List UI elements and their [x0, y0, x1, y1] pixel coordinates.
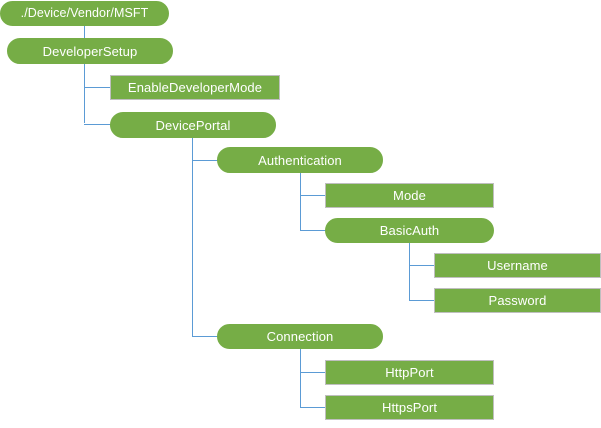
node-connection[interactable]: Connection	[217, 324, 383, 349]
node-https-port[interactable]: HttpsPort	[325, 395, 494, 420]
connector-branch-to-basic-auth	[300, 230, 326, 231]
node-developer-setup[interactable]: DeveloperSetup	[7, 38, 173, 64]
node-mode[interactable]: Mode	[325, 183, 494, 208]
connector-branch-to-device-portal	[84, 124, 111, 125]
connector-branch-to-auth	[192, 160, 218, 161]
connector-branch-to-connection	[192, 336, 218, 337]
connector-connection-trunk	[300, 349, 301, 408]
connector-device-portal-trunk	[192, 138, 193, 337]
node-enable-developer-mode[interactable]: EnableDeveloperMode	[110, 75, 280, 100]
connector-branch-to-password	[409, 300, 435, 301]
connector-branch-to-username	[409, 265, 435, 266]
connector-branch-to-http-port	[300, 372, 326, 373]
node-http-port[interactable]: HttpPort	[325, 360, 494, 385]
connector-branch-to-enable-dev	[84, 87, 111, 88]
node-root[interactable]: ./Device/Vendor/MSFT	[0, 1, 169, 26]
node-authentication[interactable]: Authentication	[217, 147, 383, 173]
connector-branch-to-https-port	[300, 407, 326, 408]
node-password[interactable]: Password	[434, 288, 601, 313]
connector-branch-to-mode	[300, 195, 326, 196]
node-basic-auth[interactable]: BasicAuth	[325, 218, 494, 243]
connector-auth-trunk	[300, 173, 301, 231]
node-device-portal[interactable]: DevicePortal	[110, 112, 276, 138]
node-username[interactable]: Username	[434, 253, 601, 278]
connector-root-trunk	[84, 26, 85, 123]
connector-basic-auth-trunk	[409, 243, 410, 301]
